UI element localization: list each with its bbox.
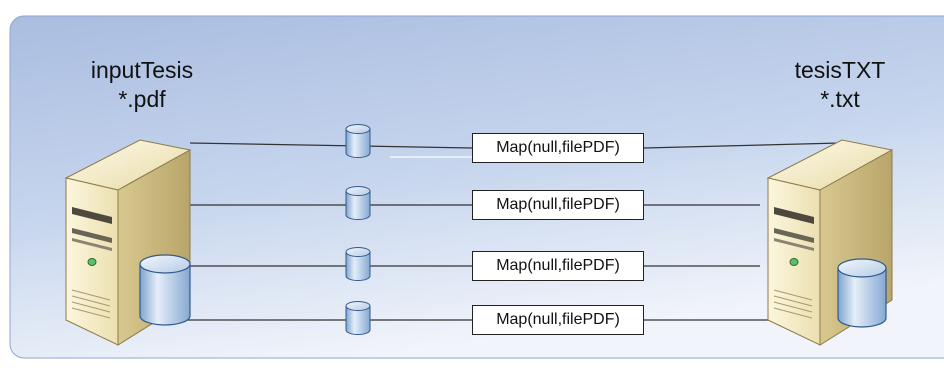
map-task-box: Map(null,filePDF) (472, 190, 644, 220)
target-pattern: *.txt (820, 86, 860, 112)
split-cylinder-icon (345, 301, 371, 335)
diagram-background (9, 15, 944, 359)
connection-lines (140, 142, 841, 321)
target-title: tesisTXT (794, 57, 886, 83)
split-cylinder-icon (345, 124, 371, 158)
source-pattern: *.pdf (118, 86, 166, 112)
connection-line (643, 142, 841, 149)
map-task-box: Map(null,filePDF) (472, 251, 644, 281)
map-task-box: Map(null,filePDF) (472, 305, 644, 335)
source-server-icon (64, 139, 192, 346)
map-task-box: Map(null,filePDF) (472, 133, 644, 163)
split-cylinder-icon (345, 247, 371, 281)
target-database-icon (837, 258, 887, 328)
connection-line (189, 142, 473, 149)
split-cylinder-icon (345, 186, 371, 220)
source-title: inputTesis (90, 57, 194, 83)
source-database-icon (139, 254, 191, 326)
